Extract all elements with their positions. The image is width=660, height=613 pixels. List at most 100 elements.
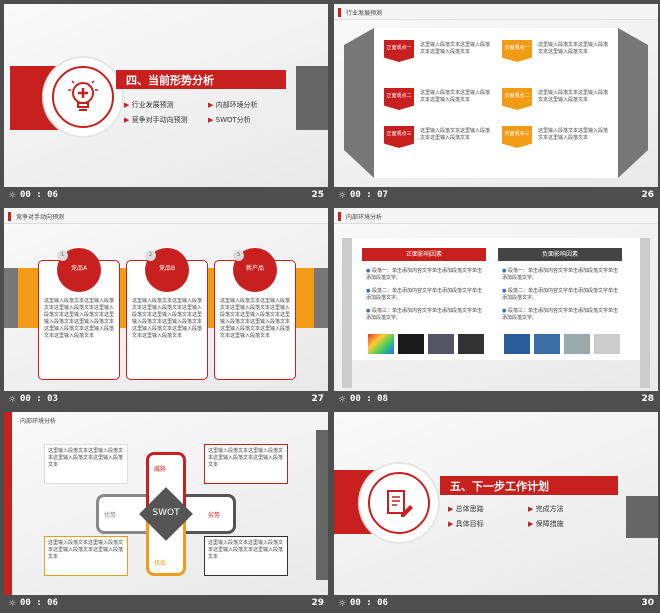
slide-thumb-27[interactable]: 竞争对手动向预测 竞品A 竞品B 新产品 1 2 3 这里输入段落文本这里输入段… xyxy=(4,208,328,409)
agenda-label: 内部环境分析 xyxy=(215,101,258,109)
agenda-label: 保障措施 xyxy=(535,520,564,528)
text-box: 这里输入段落文本这里输入段落文本这里输入段落文本这里输入段落文本 xyxy=(204,444,288,484)
point-badge: 负面观点三 xyxy=(502,126,532,148)
point-badge: 正面观点一 xyxy=(384,40,414,62)
point-text: 这里输入段落文本这里输入段落文本这里输入段落文本 xyxy=(420,90,491,103)
slide-preview: 内部环境分析 这里输入段落文本这里输入段落文本这里输入段落文本这里输入段落文本 … xyxy=(4,412,328,595)
gray-band xyxy=(296,66,328,130)
right-strip xyxy=(316,430,328,580)
slide-thumb-29[interactable]: 内部环境分析 这里输入段落文本这里输入段落文本这里输入段落文本这里输入段落文本 … xyxy=(4,412,328,613)
slide-preview: 行业发展预测 正面观点一 这里输入段落文本这里输入段落文本这里输入段落文本 正面… xyxy=(334,4,658,187)
agenda-item: ▶ 具体目标 xyxy=(448,519,528,529)
agenda-item: ▶ SWOT分析 xyxy=(208,115,298,125)
card-text: 这里输入段落文本这里输入段落文本这里输入段落文本这里输入段落文本这里输入段落文本… xyxy=(132,298,202,339)
slide-preview: 四、当前形势分析 ▶ 行业发展预测 ▶ 内部环境分析 ▶ 竞争对手动向预测 ▶ … xyxy=(4,4,328,187)
side-shadow xyxy=(342,238,352,388)
list-item: ● 段落一：单击添加内容文字单击添加段落文字单击添加段落文字。 xyxy=(366,268,484,282)
negative-header: 负面影响因素 xyxy=(498,248,622,261)
bullet-icon: ● xyxy=(366,268,371,274)
bullet-icon: ● xyxy=(502,268,507,274)
slide-time: 00 : 06 xyxy=(20,190,58,200)
point-text: 这里输入段落文本这里输入段落文本这里输入段落文本 xyxy=(538,128,609,141)
side-shadow xyxy=(640,238,650,388)
card-text: 这里输入段落文本这里输入段落文本这里输入段落文本这里输入段落文本这里输入段落文本… xyxy=(220,298,290,339)
photo-3 xyxy=(428,334,454,354)
slide-thumb-28[interactable]: 内部环境分析 正面影响因素 负面影响因素 ● 段落一：单击添加内容文字单击添加段… xyxy=(334,208,658,409)
bullet-icon: ● xyxy=(502,288,507,294)
agenda-item: ▶ 行业发展预测 xyxy=(124,100,204,110)
slide-time: 00 : 03 xyxy=(20,394,58,404)
photo-7 xyxy=(564,334,590,354)
slide-thumb-30[interactable]: 五、下一步工作计划 ▶ 总体思路 ▶ 完成方法 ▶ 具体目标 ▶ 保障措施 ☼ … xyxy=(334,412,658,613)
left-strip xyxy=(4,412,12,595)
strength-label: 优势 xyxy=(104,512,117,519)
agenda-label: 行业发展预测 xyxy=(131,101,174,109)
title-bar xyxy=(116,70,286,89)
funnel-backdrop xyxy=(344,28,648,178)
agenda-label: 总体思路 xyxy=(455,505,484,513)
bullet-icon: ● xyxy=(502,308,507,314)
header-mark xyxy=(8,212,11,221)
agenda-label: 完成方法 xyxy=(535,505,564,513)
slide-number: 30 xyxy=(641,598,654,608)
bullet-icon: ● xyxy=(366,308,371,314)
point-text: 这里输入段落文本这里输入段落文本这里输入段落文本 xyxy=(420,42,491,55)
slide-meta: ☼ 00 : 06 30 xyxy=(334,595,658,613)
list-text: 段落二：单击添加内容文字单击添加段落文字单击添加段落文字。 xyxy=(502,288,618,301)
slide-number: 28 xyxy=(641,394,654,404)
slide-number: 26 xyxy=(641,190,654,200)
photo-8 xyxy=(594,334,620,354)
page-title: 五、下一步工作计划 xyxy=(450,480,549,493)
agenda-label: SWOT分析 xyxy=(215,116,251,124)
agenda-item: ▶ 总体思路 xyxy=(448,504,528,514)
card-number: 1 xyxy=(57,250,68,261)
play-icon: ▶ xyxy=(448,520,454,528)
slide-meta: ☼ 00 : 08 28 xyxy=(334,391,658,409)
list-item: ● 段落一：单击添加内容文字单击添加段落文字单击添加段落文字。 xyxy=(502,268,620,282)
swot-arm-left xyxy=(96,494,146,534)
slide-time: 00 : 06 xyxy=(20,598,58,608)
slide-thumb-26[interactable]: 行业发展预测 正面观点一 这里输入段落文本这里输入段落文本这里输入段落文本 正面… xyxy=(334,4,658,205)
lightbulb-icon xyxy=(52,66,114,128)
swot-arm-right xyxy=(186,494,236,534)
play-icon: ▶ xyxy=(528,520,534,528)
play-icon: ▶ xyxy=(208,116,214,124)
photo-2 xyxy=(398,334,424,354)
list-text: 段落一：单击添加内容文字单击添加段落文字单击添加段落文字。 xyxy=(366,268,482,281)
header-text: 内部环境分析 xyxy=(346,214,383,221)
point-text: 这里输入段落文本这里输入段落文本这里输入段落文本 xyxy=(538,42,609,55)
point-badge: 正面观点二 xyxy=(384,88,414,110)
negative-list: ● 段落一：单击添加内容文字单击添加段落文字单击添加段落文字。 ● 段落二：单击… xyxy=(502,268,620,322)
slide-time: 00 : 06 xyxy=(350,598,388,608)
header-text: 竞争对手动向预测 xyxy=(16,214,65,221)
card-text: 这里输入段落文本这里输入段落文本这里输入段落文本这里输入段落文本这里输入段落文本… xyxy=(44,298,114,339)
slide-number: 27 xyxy=(311,394,324,404)
play-icon: ▶ xyxy=(124,101,130,109)
weakness-label: 劣势 xyxy=(208,512,221,519)
point-text: 这里输入段落文本这里输入段落文本这里输入段落文本 xyxy=(420,128,491,141)
agenda-label: 具体目标 xyxy=(455,520,484,528)
photo-4 xyxy=(458,334,484,354)
bullet-icon: ● xyxy=(366,288,371,294)
slide-number: 25 xyxy=(311,190,324,200)
gray-edge xyxy=(314,268,328,328)
slide-meta: ☼ 00 : 06 25 xyxy=(4,187,328,205)
photo-5 xyxy=(504,334,530,354)
slide-thumb-25[interactable]: 四、当前形势分析 ▶ 行业发展预测 ▶ 内部环境分析 ▶ 竞争对手动向预测 ▶ … xyxy=(4,4,328,205)
slide-meta: ☼ 00 : 06 29 xyxy=(4,595,328,613)
positive-list: ● 段落一：单击添加内容文字单击添加段落文字单击添加段落文字。 ● 段落二：单击… xyxy=(366,268,484,322)
slide-meta: ☼ 00 : 03 27 xyxy=(4,391,328,409)
point-badge: 负面观点二 xyxy=(502,88,532,110)
text-box: 这里输入段落文本这里输入段落文本这里输入段落文本这里输入段落文本 xyxy=(204,536,288,576)
text-box: 这里输入段落文本这里输入段落文本这里输入段落文本这里输入段落文本 xyxy=(44,536,128,576)
list-text: 段落三：单击添加内容文字单击添加段落文字单击添加段落文字。 xyxy=(366,308,482,321)
positive-header: 正面影响因素 xyxy=(362,248,486,261)
slide-time: 00 : 07 xyxy=(350,190,388,200)
timer-icon: ☼ xyxy=(8,395,17,405)
list-item: ● 段落二：单击添加内容文字单击添加段落文字单击添加段落文字。 xyxy=(502,288,620,302)
slide-preview: 内部环境分析 正面影响因素 负面影响因素 ● 段落一：单击添加内容文字单击添加段… xyxy=(334,208,658,391)
threat-label: 威胁 xyxy=(154,466,167,473)
agenda-item: ▶ 内部环境分析 xyxy=(208,100,298,110)
document-pen-icon xyxy=(368,472,430,534)
point-badge: 正面观点三 xyxy=(384,126,414,148)
